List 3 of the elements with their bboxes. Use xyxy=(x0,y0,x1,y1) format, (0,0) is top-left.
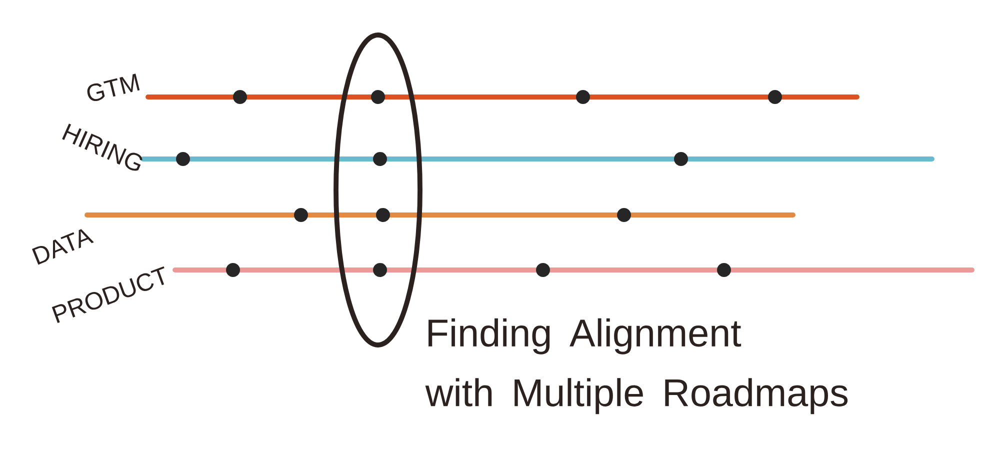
title: Finding Alignment with Multiple Roadmaps xyxy=(425,318,848,414)
lane-label: DATA xyxy=(32,229,94,265)
lane-label: GTM xyxy=(87,74,140,102)
